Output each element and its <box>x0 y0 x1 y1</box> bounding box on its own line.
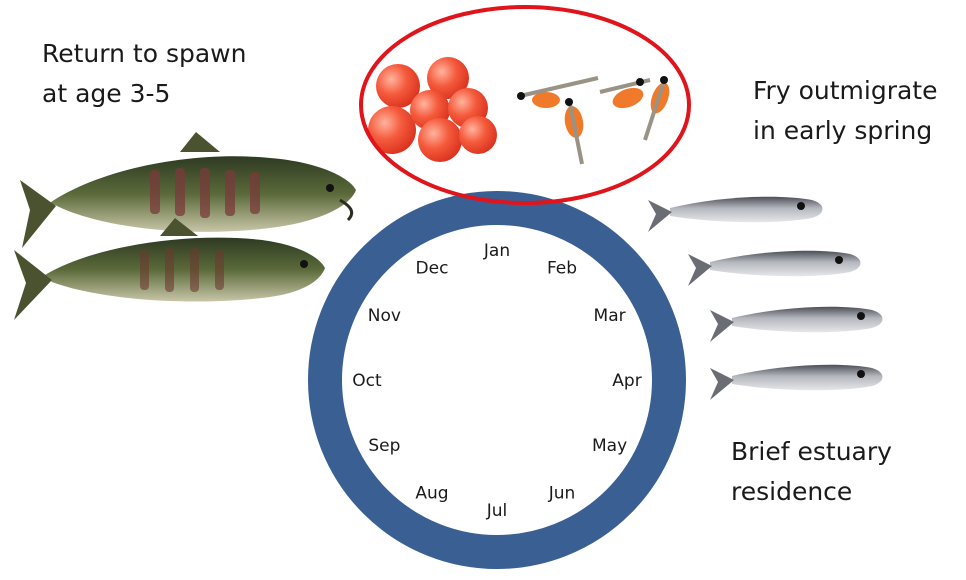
alevins-image <box>517 76 673 164</box>
adult-salmon-lower <box>14 218 325 320</box>
highlight-ellipse <box>361 7 689 203</box>
month-label-jul: Jul <box>486 501 508 521</box>
estuary-residence-label: Brief estuary residence <box>731 432 892 512</box>
month-label-jan: Jan <box>483 241 510 261</box>
return-to-spawn-label: Return to spawn at age 3-5 <box>42 34 246 114</box>
month-label-mar: Mar <box>594 306 626 326</box>
month-label-apr: Apr <box>612 371 641 391</box>
juvenile-fish-1 <box>648 197 823 232</box>
month-label-aug: Aug <box>415 484 448 504</box>
juvenile-fish-4 <box>710 365 883 400</box>
month-label-feb: Feb <box>547 258 577 278</box>
salmon-eggs-image <box>368 57 497 162</box>
juvenile-fish-3 <box>710 307 883 342</box>
month-label-sep: Sep <box>368 436 400 456</box>
month-label-oct: Oct <box>352 371 382 391</box>
month-label-dec: Dec <box>416 258 449 278</box>
fry-outmigrate-label: Fry outmigrate in early spring <box>753 71 937 151</box>
juvenile-fish-2 <box>688 251 861 286</box>
month-label-may: May <box>592 436 627 456</box>
month-label-jun: Jun <box>548 484 576 504</box>
month-label-nov: Nov <box>368 306 401 326</box>
